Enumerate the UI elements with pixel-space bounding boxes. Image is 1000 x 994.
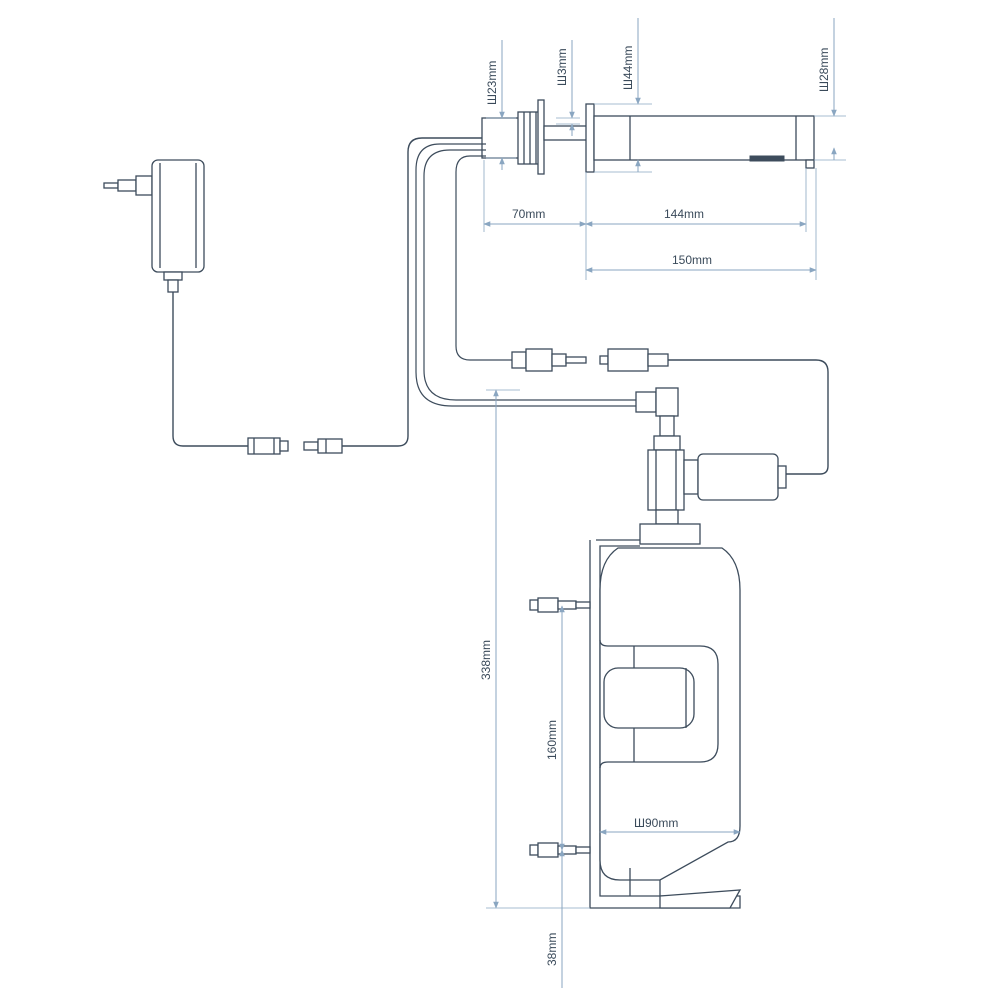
dim-d90: Ш90mm xyxy=(599,816,741,835)
dim-h38: 38mm xyxy=(545,849,565,988)
label-len144: 144mm xyxy=(664,207,704,221)
label-h338: 338mm xyxy=(479,640,493,680)
dim-d44: Ш44mm xyxy=(594,18,652,173)
label-h160: 160mm xyxy=(545,720,559,760)
label-d90: Ш90mm xyxy=(634,816,678,830)
label-len150: 150mm xyxy=(672,253,712,267)
label-len70: 70mm xyxy=(512,207,545,221)
signal-connector xyxy=(511,348,669,372)
soap-tank xyxy=(589,539,742,909)
dim-d28: Ш28mm xyxy=(814,18,846,161)
mount-screw-top xyxy=(529,597,591,613)
dim-len144: 144mm xyxy=(585,168,807,232)
mount-screw-bottom xyxy=(529,842,591,858)
faucet-spout xyxy=(481,99,815,175)
dim-h160: 160mm xyxy=(545,605,565,851)
pump-unit xyxy=(635,387,787,545)
label-h38: 38mm xyxy=(545,933,559,966)
dim-h338: 338mm xyxy=(479,389,590,909)
dim-d3: Ш3mm xyxy=(555,40,580,136)
soap-tube-outer xyxy=(423,149,640,401)
power-adapter xyxy=(103,159,205,293)
adapter-cable xyxy=(172,292,248,447)
dim-len150: 150mm xyxy=(585,168,817,280)
label-d44: Ш44mm xyxy=(621,46,635,90)
power-connector xyxy=(247,437,343,455)
dim-d23: Ш23mm xyxy=(485,40,516,170)
label-d3: Ш3mm xyxy=(555,48,569,86)
label-d28: Ш28mm xyxy=(817,48,831,92)
dim-len70: 70mm xyxy=(483,160,587,280)
soap-tube-inner xyxy=(455,155,512,361)
label-d23: Ш23mm xyxy=(485,61,499,105)
pump-cable xyxy=(668,359,829,475)
faucet-power-cable xyxy=(342,137,486,447)
